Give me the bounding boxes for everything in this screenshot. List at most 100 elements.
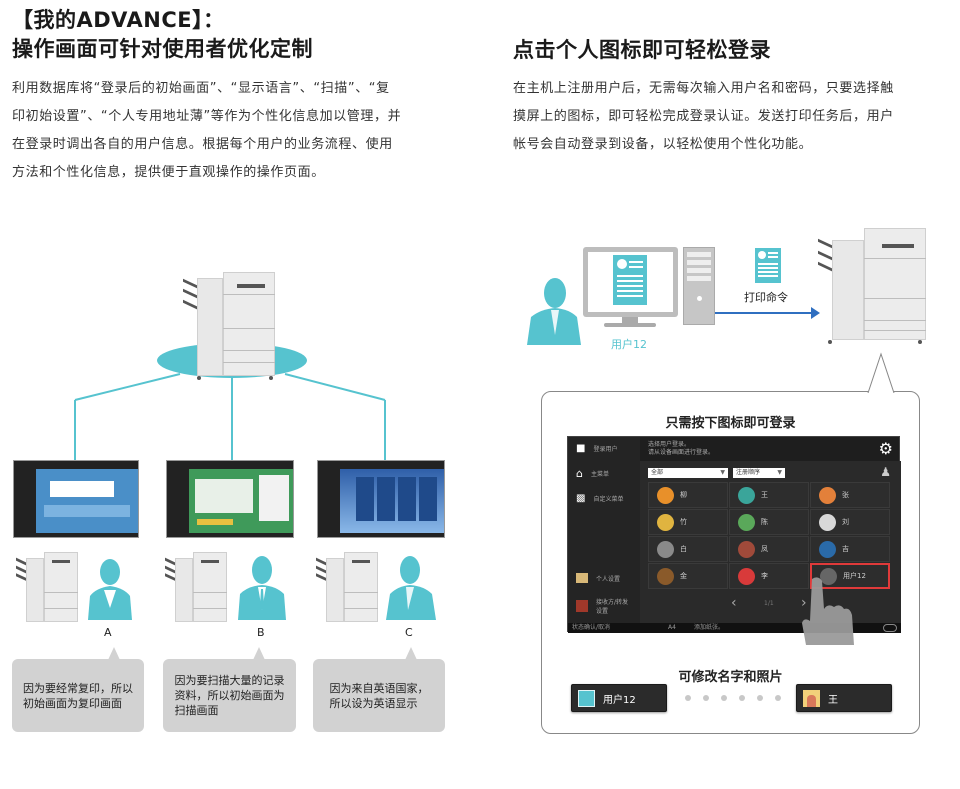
note-line: 因为要经常复印，所以 <box>23 681 133 695</box>
user-avatar-icon <box>820 567 837 585</box>
user-tile[interactable]: 吉 <box>810 536 890 562</box>
right-paragraph-line: 帐号会自动登录到设备，以轻松使用个性化功能。 <box>513 137 813 152</box>
right-paragraph-line: 摸屏上的图标，即可轻松完成登录认证。发送打印任务后，用户 <box>513 109 894 124</box>
user-tile[interactable]: 白 <box>648 536 728 562</box>
note-line: 因为来自英语国家， <box>329 681 429 695</box>
user-tile-name: 柳 <box>680 491 687 499</box>
user-tile[interactable]: 金 <box>648 563 728 589</box>
person-woman-icon-a <box>88 559 132 620</box>
sidebar-label: 接收方/转发设置 <box>596 599 629 615</box>
user-tile-name: 竹 <box>680 518 687 526</box>
user-register-icon[interactable]: ♟ <box>880 465 891 479</box>
user-label-b: B <box>257 626 265 639</box>
user-tile-name: 刘 <box>842 518 849 526</box>
filter-select[interactable]: 全部 ▼ <box>648 468 728 478</box>
user-tile[interactable]: 王 <box>729 482 809 508</box>
person-man-tie-icon-b <box>238 556 286 620</box>
user-avatar-icon <box>819 486 836 504</box>
address-book-icon <box>576 600 588 612</box>
left-paragraph: 利用数据库将“登录后的初始画面”、“显示语言”、“扫描”、“复 印初始设置”、“… <box>12 75 462 187</box>
user-bar-after: 王 <box>796 684 892 712</box>
screen-user-a <box>13 460 139 538</box>
user-tile[interactable]: 李 <box>729 563 809 589</box>
status-message: 添加纸张。 <box>694 624 725 631</box>
person-man-icon-c <box>386 556 436 620</box>
progress-dot <box>703 695 709 701</box>
callout-title: 只需按下图标即可登录 <box>665 416 796 431</box>
print-arrow-head <box>811 307 820 319</box>
user-bar-name: 用户12 <box>603 694 636 706</box>
touch-panel-screen: ■ 登录用户 ⌂主菜单 ▩自定义菜单 个人设置 接收方/转发设置 选择用户登录。 … <box>567 436 901 633</box>
sidebar-label: 自定义菜单 <box>593 496 624 503</box>
user-bar-name: 王 <box>828 694 838 706</box>
left-title-line1: 【我的ADVANCE】： <box>12 8 225 32</box>
prev-page-icon[interactable]: ‹ <box>731 595 737 611</box>
user-tile[interactable]: 竹 <box>648 509 728 535</box>
sidebar-label: 主菜单 <box>590 471 609 478</box>
sidebar-label: 登录用户 <box>593 446 618 453</box>
user-photo-icon <box>803 689 820 707</box>
user-avatar-icon <box>819 513 836 531</box>
user-avatar-icon <box>657 486 674 504</box>
user-tile-selected[interactable]: 用户12 <box>810 563 890 589</box>
status-toggle-icon[interactable] <box>883 624 897 632</box>
user-avatar-icon <box>738 540 755 558</box>
print-document-icon <box>755 248 781 283</box>
personal-settings-icon <box>576 573 588 583</box>
user-tile[interactable]: 陈 <box>729 509 809 535</box>
next-page-icon[interactable]: › <box>801 595 807 611</box>
right-title: 点击个人图标即可轻松登录 <box>513 38 771 62</box>
user-tile[interactable]: 凤 <box>729 536 809 562</box>
user-bar-before: 用户12 <box>571 684 667 712</box>
sidebar-label: 个人设置 <box>596 575 621 583</box>
sidebar-item-custom-menu[interactable]: ▩自定义菜单 <box>576 493 623 504</box>
progress-dot <box>685 695 691 701</box>
sidebar-item-address-book[interactable]: 接收方/转发设置 <box>576 597 630 615</box>
user-photo-icon <box>578 689 595 707</box>
left-paragraph-line: 印初始设置”、“个人专用地址薄”等作为个性化信息加以管理，并 <box>12 109 402 124</box>
note-line: 资料，所以初始画面为 <box>174 689 285 702</box>
chevron-down-icon: ▼ <box>720 469 725 476</box>
note-line: 因为要扫描大量的记录 <box>174 674 285 687</box>
monitor-stand <box>622 317 638 324</box>
status-paper-size: A4 <box>668 624 676 631</box>
note-line: 所以设为英语显示 <box>329 696 418 710</box>
network-connectors <box>74 373 386 460</box>
user-avatar-icon <box>738 567 755 585</box>
settings-gear-icon[interactable]: ⚙ <box>878 439 893 458</box>
sort-select[interactable]: 注册顺序 ▼ <box>733 468 785 478</box>
sidebar-item-main-menu[interactable]: ⌂主菜单 <box>576 467 609 480</box>
connector-line-a <box>74 373 181 401</box>
right-paragraph: 在主机上注册用户后，无需每次输入用户名和密码，只要选择触 摸屏上的图标，即可轻松… <box>513 75 953 159</box>
print-arrow <box>715 312 815 314</box>
progress-dot <box>721 695 727 701</box>
sort-select-value: 注册顺序 <box>736 469 761 476</box>
user-tile-name: 用户12 <box>843 572 866 580</box>
monitor-base <box>604 323 656 327</box>
user-tile-name: 金 <box>680 572 687 580</box>
user-avatar-icon <box>657 567 674 585</box>
callout-subtitle: 可修改名字和照片 <box>678 670 783 685</box>
callout-pointer <box>867 352 895 393</box>
sidebar-item-personal-settings[interactable]: 个人设置 <box>576 573 620 583</box>
filter-select-value: 全部 <box>651 469 664 476</box>
monitor-icon <box>583 247 678 317</box>
sidebar-item-login-user[interactable]: ■ 登录用户 <box>576 443 617 454</box>
panel-message-line: 请从设备画面进行登录。 <box>648 449 715 456</box>
left-paragraph-line: 方法和个性化信息，提供便于直观操作的操作页面。 <box>12 165 325 180</box>
user-label-a: A <box>104 626 112 639</box>
note-line: 扫描画面 <box>174 704 219 717</box>
user-tile[interactable]: 张 <box>810 482 890 508</box>
panel-message: 选择用户登录。 请从设备画面进行登录。 <box>648 441 714 457</box>
left-paragraph-line: 在登录时调出各自的用户信息。根据每个用户的业务流程、使用 <box>12 137 393 152</box>
user-tile[interactable]: 刘 <box>810 509 890 535</box>
print-command-label: 打印命令 <box>744 291 788 304</box>
pc-tower-icon <box>683 247 715 325</box>
left-paragraph-line: 利用数据库将“登录后的初始画面”、“显示语言”、“扫描”、“复 <box>12 81 390 96</box>
panel-message-line: 选择用户登录。 <box>648 441 691 448</box>
progress-dot <box>757 695 763 701</box>
user-tile[interactable]: 柳 <box>648 482 728 508</box>
status-confirm-cancel[interactable]: 状态确认/取消 <box>572 624 611 631</box>
pc-user-icon <box>527 278 581 345</box>
user-icon: ■ <box>576 443 586 454</box>
